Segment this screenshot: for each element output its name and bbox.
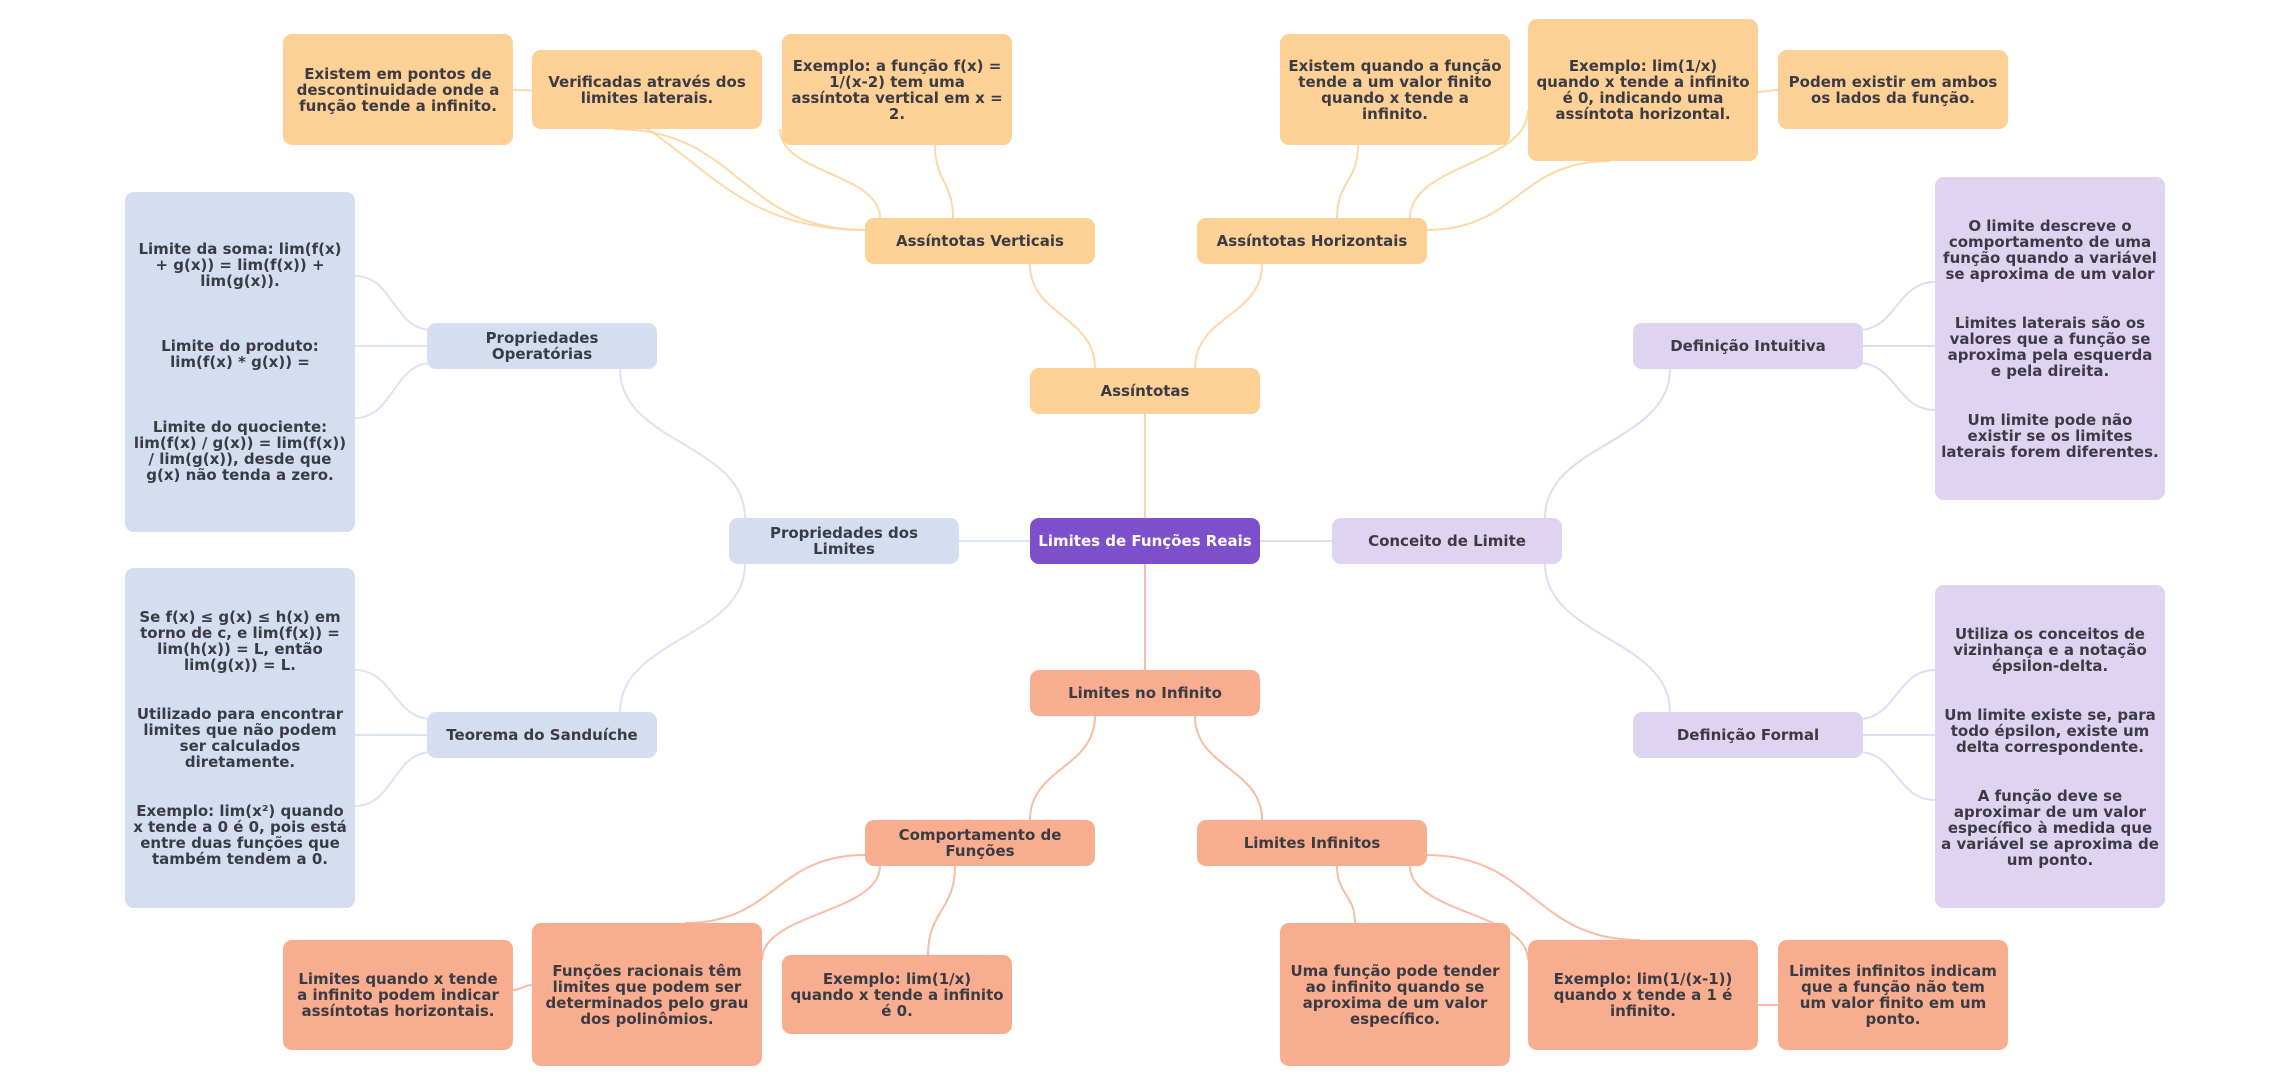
branch-label: Conceito de Limite <box>1368 532 1526 550</box>
topic-label: Assíntotas Verticais <box>896 232 1064 250</box>
connector-line <box>512 984 533 991</box>
topic-label: Comportamento de Funções <box>898 826 1062 860</box>
connector-line <box>1757 89 1779 93</box>
connector-line <box>1409 865 1529 961</box>
topic-limites-infinitos[interactable]: Limites Infinitos <box>1197 820 1427 866</box>
connector-line <box>1336 144 1359 219</box>
leaf-text: Podem existir em ambos os lados da funçã… <box>1788 72 1998 107</box>
connector-line <box>1544 563 1671 713</box>
connector-line <box>354 751 433 807</box>
connector-line <box>614 128 866 231</box>
leaf-node[interactable]: Funções racionais têm limites que podem … <box>532 923 762 1066</box>
leaf-text[interactable]: Limite da soma: lim(f(x) + g(x)) = lim(f… <box>138 239 342 290</box>
leaf-node[interactable]: Existem quando a função tende a um valor… <box>1280 34 1510 145</box>
topic-assintotas-horizontais[interactable]: Assíntotas Horizontais <box>1197 218 1427 264</box>
leaf-text[interactable]: Limites laterais são os valores que a fu… <box>1947 313 2153 380</box>
leaf-group-intuitiva: O limite descreve o comportamento de uma… <box>1935 177 2165 500</box>
connector-line <box>927 865 956 956</box>
connector-line <box>1544 368 1671 519</box>
connector-line <box>619 563 746 713</box>
connector-line <box>934 144 954 219</box>
connector-line <box>1029 263 1096 369</box>
connector-line <box>684 854 866 924</box>
leaf-text: Verificadas através dos limites laterais… <box>548 72 746 107</box>
leaf-node[interactable]: Podem existir em ambos os lados da funçã… <box>1778 50 2008 129</box>
connector-line <box>779 128 881 219</box>
leaf-node[interactable]: Uma função pode tender ao infinito quand… <box>1280 923 1510 1066</box>
leaf-text: Limites quando x tende a infinito podem … <box>297 970 499 1020</box>
leaf-text: Existem em pontos de descontinuidade ond… <box>296 64 500 115</box>
topic-definicao-intuitiva[interactable]: Definição Intuitiva <box>1633 323 1863 369</box>
leaf-text[interactable]: A função deve se aproximar de um valor e… <box>1941 786 2159 869</box>
leaf-text[interactable]: Um limite pode não existir se os limites… <box>1941 410 2159 461</box>
leaf-text: Exemplo: lim(1/(x-1)) quando x tende a 1… <box>1553 970 1733 1020</box>
topic-teorema-sanduiche[interactable]: Teorema do Sanduíche <box>427 712 657 758</box>
leaf-node[interactable]: Exemplo: lim(1/x) quando x tende a infin… <box>782 955 1012 1034</box>
connector-line <box>354 669 433 720</box>
connector-line <box>1194 715 1263 821</box>
branch-label: Propriedades dos Limites <box>769 524 919 558</box>
branch-assintotas[interactable]: Assíntotas <box>1030 368 1260 414</box>
leaf-group-sanduiche: Se f(x) ≤ g(x) ≤ h(x) em torno de c, e l… <box>125 568 355 908</box>
leaf-text[interactable]: Utiliza os conceitos de vizinhança e a n… <box>1953 624 2147 675</box>
branch-label: Assíntotas <box>1100 382 1190 400</box>
leaf-text[interactable]: Exemplo: lim(x²) quando x tende a 0 é 0,… <box>133 802 347 869</box>
leaf-text: Exemplo: lim(1/x) quando x tende a infin… <box>1536 57 1750 123</box>
topic-label: Definição Formal <box>1676 726 1820 744</box>
branch-propriedades[interactable]: Propriedades dos Limites <box>729 518 959 564</box>
connector-line <box>1425 160 1611 231</box>
branch-conceito[interactable]: Conceito de Limite <box>1332 518 1562 564</box>
connector-line <box>1336 865 1356 924</box>
topic-label: Limites Infinitos <box>1243 834 1381 852</box>
leaf-text[interactable]: Limite do produto: lim(f(x) * g(x)) = <box>161 336 319 371</box>
connector-line <box>1425 854 1641 941</box>
topic-assintotas-verticais[interactable]: Assíntotas Verticais <box>865 218 1095 264</box>
leaf-text[interactable]: Utilizado para encontrar limites que não… <box>136 704 344 771</box>
connector-line <box>1029 715 1096 821</box>
leaf-text[interactable]: Um limite existe se, para todo épsilon, … <box>1944 705 2156 756</box>
leaf-text[interactable]: Se f(x) ≤ g(x) ≤ h(x) em torno de c, e l… <box>139 607 341 674</box>
root-node[interactable]: Limites de Funções Reais <box>1030 518 1260 564</box>
topic-label: Assíntotas Horizontais <box>1216 232 1408 250</box>
leaf-text: Uma função pode tender ao infinito quand… <box>1290 961 1500 1028</box>
topic-label: Teorema do Sanduíche <box>446 726 638 744</box>
leaf-node[interactable]: Exemplo: lim(1/x) quando x tende a infin… <box>1528 19 1758 161</box>
connector-line <box>1857 669 1936 720</box>
topic-definicao-formal[interactable]: Definição Formal <box>1633 712 1863 758</box>
leaf-text: Funções racionais têm limites que podem … <box>545 961 749 1028</box>
topic-propriedades-operatorias[interactable]: Propriedades Operatórias <box>427 323 657 369</box>
leaf-node[interactable]: Verificadas através dos limites laterais… <box>532 50 762 129</box>
topic-label: Propriedades Operatórias <box>485 329 599 363</box>
topic-label: Definição Intuitiva <box>1670 337 1826 355</box>
connector-line <box>354 275 433 331</box>
branch-label: Limites no Infinito <box>1068 684 1222 702</box>
leaf-node[interactable]: Exemplo: lim(1/(x-1)) quando x tende a 1… <box>1528 940 1758 1050</box>
leaf-node[interactable]: Limites quando x tende a infinito podem … <box>283 940 513 1050</box>
leaf-text: Exemplo: a função f(x) = 1/(x-2) tem uma… <box>791 56 1003 123</box>
leaf-text: Limites infinitos indicam que a função n… <box>1789 962 1997 1028</box>
leaf-text: Exemplo: lim(1/x) quando x tende a infin… <box>790 969 1004 1020</box>
leaf-group-operatorias: Limite da soma: lim(f(x) + g(x)) = lim(f… <box>125 192 355 532</box>
connector-line <box>1857 362 1936 411</box>
leaf-node[interactable]: Existem em pontos de descontinuidade ond… <box>283 34 513 145</box>
leaf-node[interactable]: Exemplo: a função f(x) = 1/(x-2) tem uma… <box>782 34 1012 145</box>
leaf-group-formal: Utiliza os conceitos de vizinhança e a n… <box>1935 585 2165 908</box>
leaf-text: Existem quando a função tende a um valor… <box>1288 56 1502 123</box>
connector-line <box>619 368 746 519</box>
connector-line <box>761 865 881 961</box>
leaf-text[interactable]: Limite do quociente: lim(f(x) / g(x)) = … <box>133 418 347 485</box>
connector-line <box>1857 281 1936 331</box>
connector-line <box>1409 109 1529 219</box>
leaf-node[interactable]: Limites infinitos indicam que a função n… <box>1778 940 2008 1050</box>
connector-line <box>354 362 433 419</box>
root-label: Limites de Funções Reais <box>1038 532 1252 550</box>
topic-comportamento-funcoes[interactable]: Comportamento de Funções <box>865 820 1095 866</box>
connector-line <box>1194 263 1263 369</box>
connector-line <box>1857 751 1936 801</box>
leaf-text[interactable]: O limite descreve o comportamento de uma… <box>1943 217 2157 282</box>
branch-infinito[interactable]: Limites no Infinito <box>1030 670 1260 716</box>
